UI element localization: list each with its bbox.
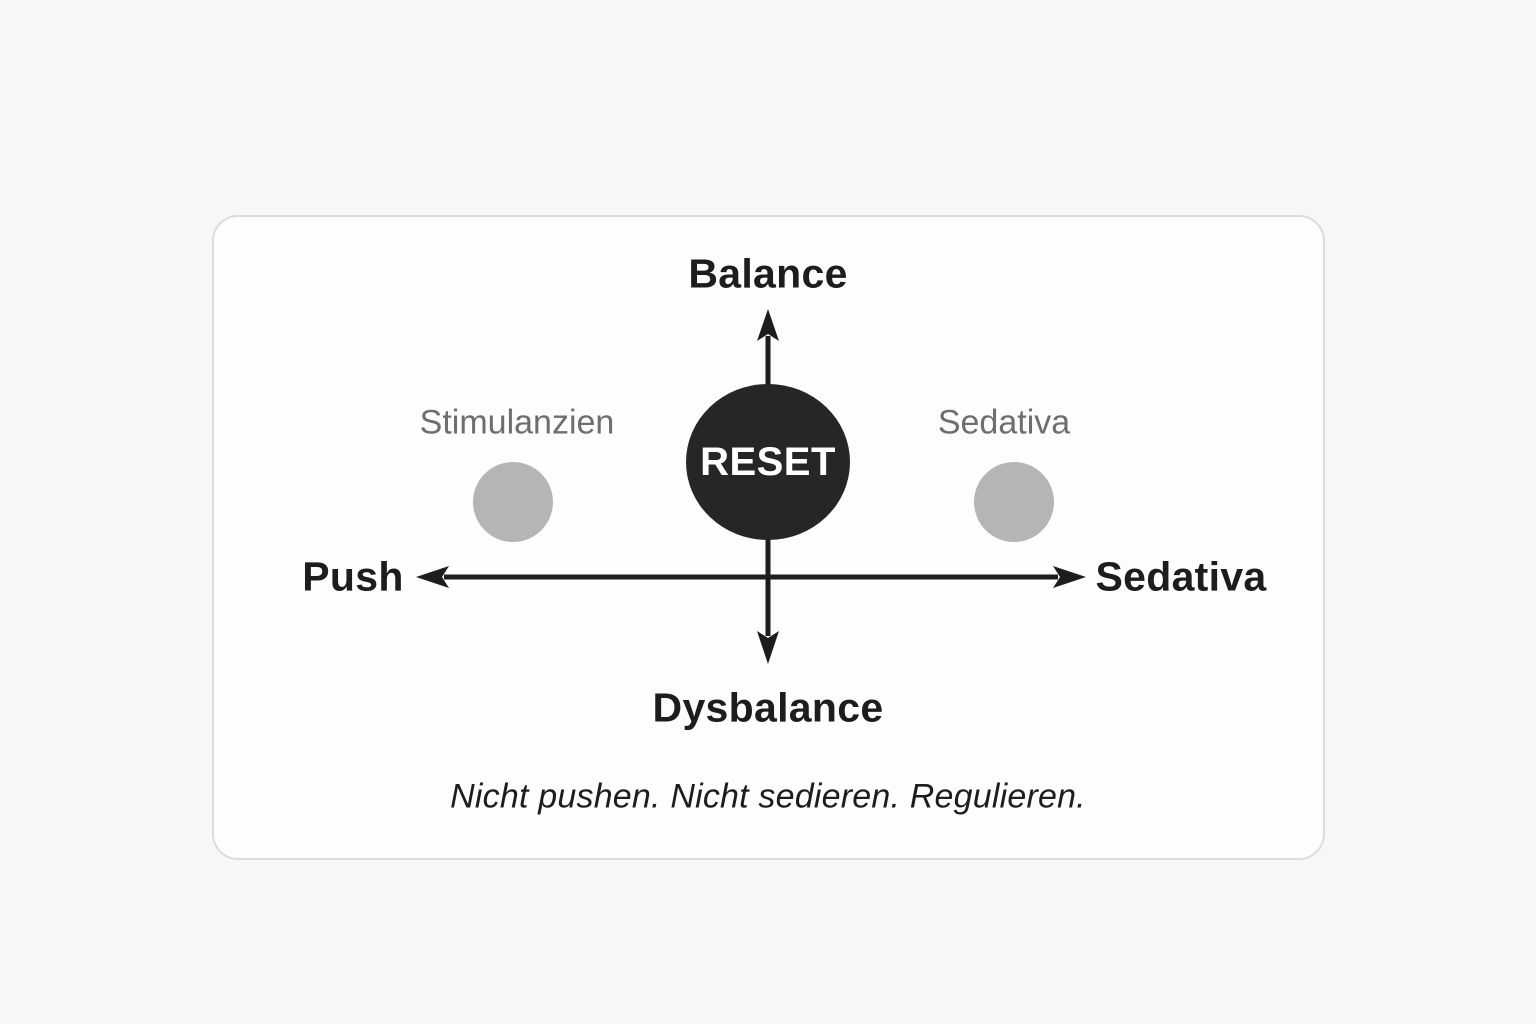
arrowhead-left-icon [416, 566, 449, 588]
stimulanzien-node-label: Stimulanzien [419, 403, 615, 442]
diagram-caption: Nicht pushen. Nicht sedieren. Regulieren… [450, 777, 1086, 816]
sedativa-node-label: Sedativa [937, 403, 1071, 442]
reset-center-label: RESET [700, 439, 836, 484]
sedativa-axis-label: Sedativa [1095, 553, 1267, 600]
arrowhead-up-icon [757, 309, 779, 341]
dysbalance-axis-label: Dysbalance [652, 684, 884, 731]
sedativa-node-dot [974, 462, 1054, 542]
reset-center-node: RESET [686, 384, 850, 540]
push-axis-label: Push [302, 553, 404, 600]
arrowhead-right-icon [1053, 566, 1086, 588]
arrowhead-down-icon [757, 631, 779, 664]
stimulanzien-node-dot [473, 462, 553, 542]
balance-axis-label: Balance [688, 250, 848, 297]
